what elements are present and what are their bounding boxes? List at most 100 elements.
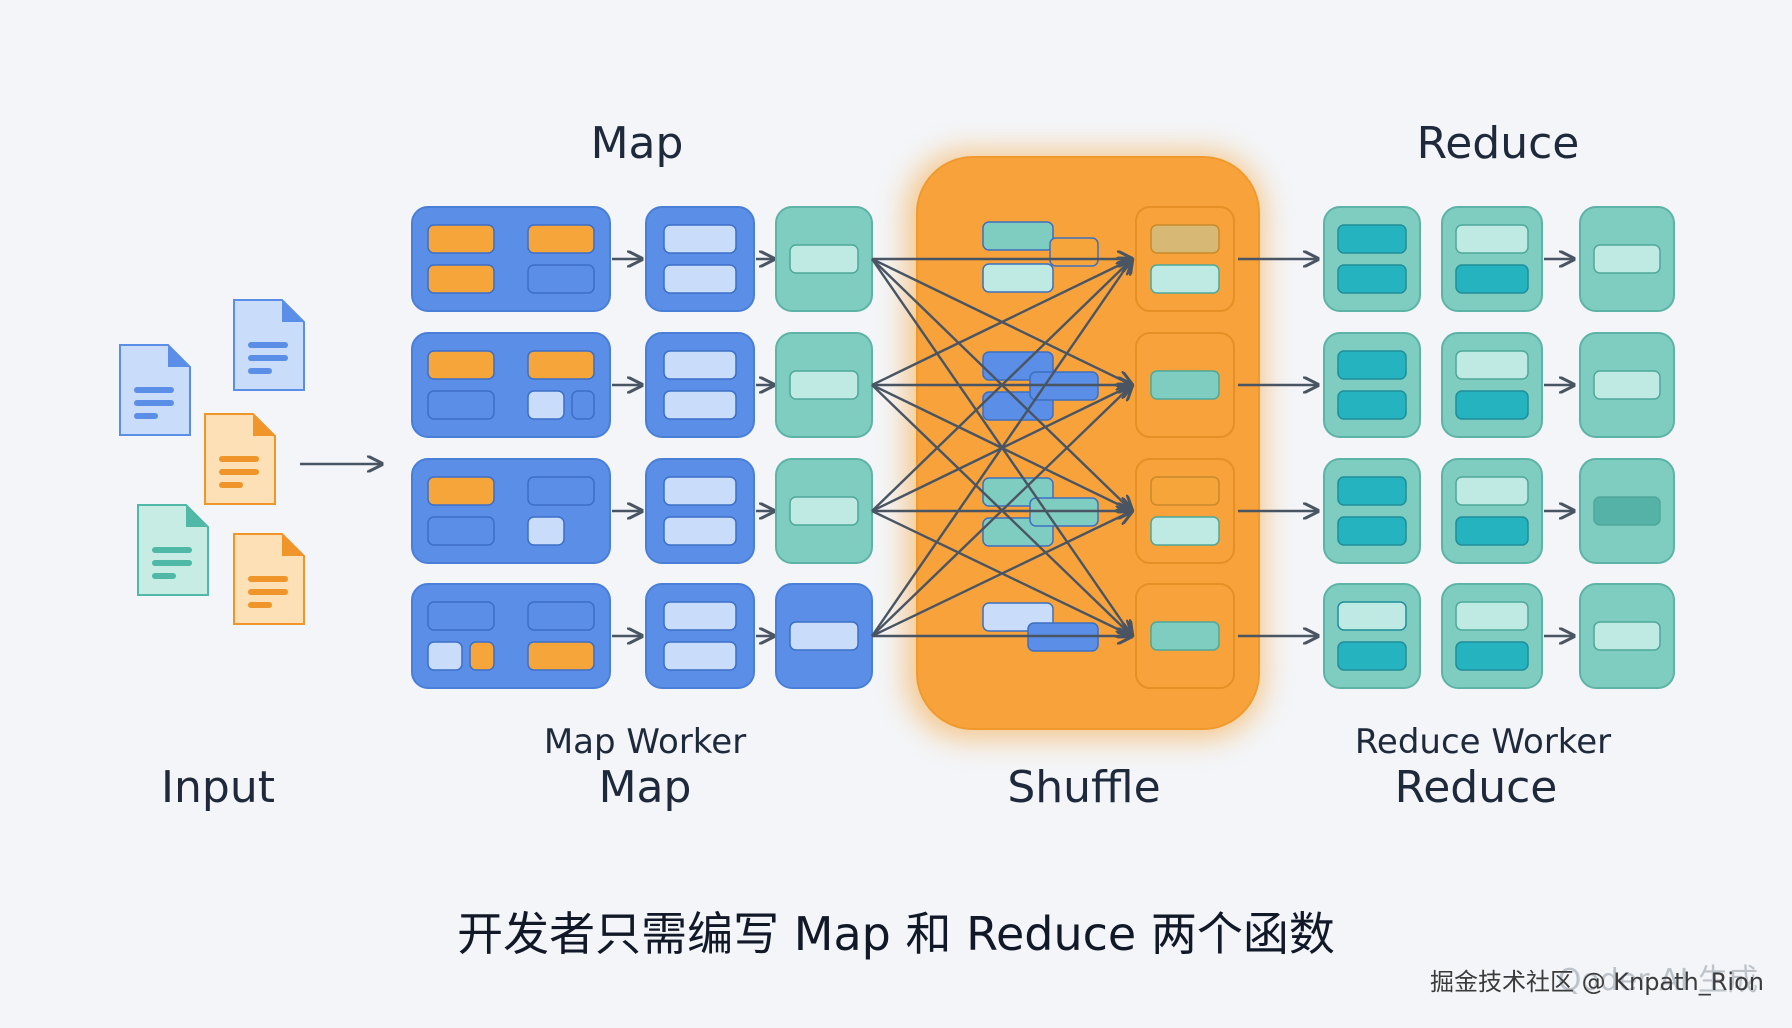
reduce-record [1455, 476, 1529, 506]
reduce-record [1337, 264, 1407, 294]
map-record [527, 641, 595, 671]
reduce-stage-title: Reduce [1416, 118, 1580, 169]
map-intermediate-block [645, 458, 755, 564]
map-record [427, 224, 495, 254]
input-document-icon-line [248, 355, 288, 361]
shuffle-partition-box [1135, 458, 1235, 564]
reduce-record [1337, 390, 1407, 420]
shuffle-record [982, 221, 1054, 251]
map-worker-block [411, 332, 611, 438]
shuffle-record [982, 263, 1054, 293]
reduce-worker-block [1323, 206, 1421, 312]
caption: 开发者只需编写 Map 和 Reduce 两个函数 [457, 907, 1335, 961]
shuffle-record [1150, 264, 1220, 294]
reduce-worker-block [1323, 332, 1421, 438]
map-record [663, 601, 737, 631]
input-document-icon-line [248, 576, 288, 582]
input-document-icon-fold [282, 300, 304, 322]
reduce-worker-block [1441, 332, 1543, 438]
map-record [663, 390, 737, 420]
reduce-worker-block [1441, 583, 1543, 689]
map-record [663, 264, 737, 294]
reduce-record [1593, 244, 1661, 274]
reduce-record [1337, 601, 1407, 631]
map-record [427, 476, 495, 506]
shuffle-record [1150, 476, 1220, 506]
map-record [427, 516, 495, 546]
map-record [527, 601, 595, 631]
reduce-worker-block [1441, 458, 1543, 564]
map-label: Map [598, 762, 692, 813]
reduce-worker-block [1323, 458, 1421, 564]
reduce-record [1455, 224, 1529, 254]
reduce-record [1593, 496, 1661, 526]
shuffle-record [1150, 224, 1220, 254]
map-record [663, 516, 737, 546]
reduce-record [1455, 390, 1529, 420]
map-record [427, 641, 463, 671]
input-document-icon-line [219, 482, 243, 488]
shuffle-record [1049, 237, 1099, 267]
reduce-record [1455, 516, 1529, 546]
reduce-record [1455, 350, 1529, 380]
reduce-worker-label: Reduce Worker [1354, 722, 1612, 762]
map-intermediate-block [645, 206, 755, 312]
shuffle-record [1150, 370, 1220, 400]
ai-watermark: Qoder AI 生成 [1557, 963, 1758, 998]
shuffle-arrow [871, 259, 1132, 512]
input-document-icon-line [248, 602, 272, 608]
map-record [663, 350, 737, 380]
input-document-icon-line [219, 469, 259, 475]
input-document-icon-fold [168, 345, 190, 367]
map-record [527, 516, 565, 546]
map-record [469, 641, 495, 671]
reduce-record [1455, 264, 1529, 294]
input-document-icon-line [152, 573, 176, 579]
map-record [527, 264, 595, 294]
map-intermediate-block [645, 583, 755, 689]
reduce-record [1337, 516, 1407, 546]
shuffle-arrow [871, 259, 1132, 637]
map-record [663, 224, 737, 254]
input-label: Input [161, 762, 275, 813]
reduce-record [1455, 641, 1529, 671]
input-document-icon-line [248, 589, 288, 595]
input-document-icon-line [248, 368, 272, 374]
map-record [427, 601, 495, 631]
source-watermark: 掘金技术社区 @ Knpath_Rion [1429, 968, 1764, 996]
reduce-label: Reduce [1394, 762, 1558, 813]
reduce-record [1337, 476, 1407, 506]
reduce-record [1455, 601, 1529, 631]
input-document-icon-line [134, 413, 158, 419]
input-document-icon-line [134, 387, 174, 393]
map-record [789, 496, 859, 526]
map-record [789, 370, 859, 400]
map-record [427, 350, 495, 380]
input-document-icon-fold [253, 414, 275, 436]
reduce-record [1593, 370, 1661, 400]
map-record [527, 476, 595, 506]
map-stage-title: Map [590, 118, 684, 169]
shuffle-arrow [871, 259, 1132, 387]
map-record [527, 350, 595, 380]
shuffle-record [1150, 516, 1220, 546]
map-intermediate-block [645, 332, 755, 438]
shuffle-label: Shuffle [1007, 762, 1161, 813]
input-document-icon-line [152, 560, 192, 566]
map-record [789, 621, 859, 651]
map-record [527, 390, 565, 420]
shuffle-record [1150, 621, 1220, 651]
shuffle-arrow [871, 385, 1132, 637]
reduce-record [1337, 641, 1407, 671]
map-worker-label: Map Worker [543, 722, 747, 762]
map-record [663, 641, 737, 671]
map-record [663, 476, 737, 506]
reduce-record [1337, 224, 1407, 254]
shuffle-partition-box [1135, 206, 1235, 312]
input-document-icon-fold [282, 534, 304, 556]
map-record [427, 390, 495, 420]
reduce-record [1337, 350, 1407, 380]
map-worker-block [411, 458, 611, 564]
map-record [527, 224, 595, 254]
